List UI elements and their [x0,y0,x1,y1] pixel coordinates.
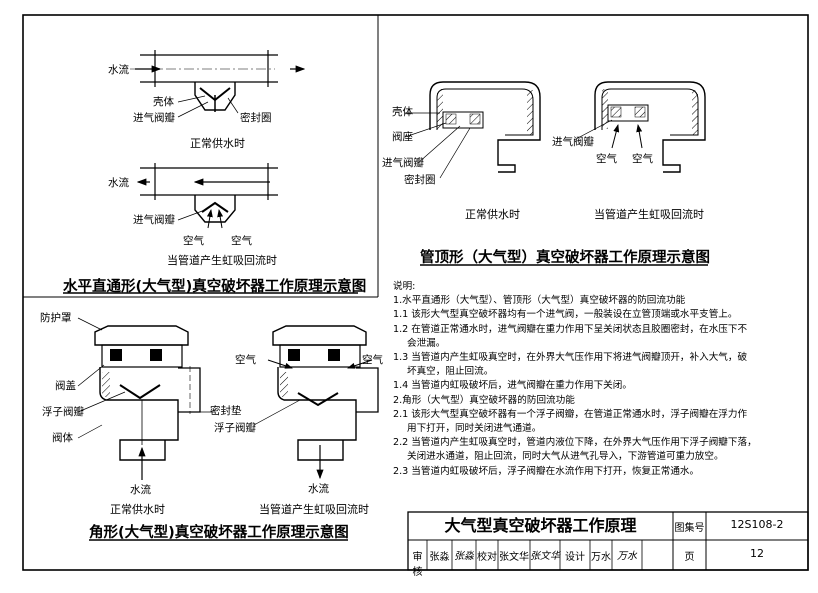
note-line: 1.3 当管道内产生虹吸真空时，在外界大气压作用下将进气阀瓣顶开，补入大气，破 [393,352,748,364]
seat-label: 阀座 [392,131,413,143]
note-line: 会泄漏。 [407,337,446,349]
caption-normal: 正常供水时 [465,208,520,221]
cap-label: 阀盖 [55,380,76,392]
horizontal-normal-diagram [130,50,306,118]
figure-title: 角形(大气型)真空破坏器工作原理示意图 [89,525,349,541]
angle-siphon-diagram [253,325,379,480]
air-label: 空气 [235,354,256,366]
shell-label: 壳体 [153,96,174,108]
angle-normal-diagram [77,317,215,480]
reviewer-name: 张淼 [429,552,450,563]
page-number: 12 [750,547,764,560]
note-line: 关闭进水通道，阻止回流，同时大气从进气孔导入，下游管道可重力放空。 [407,451,724,463]
notes-block: 说明: 1.水平直通形（大气型）、管顶形（大气型）真空破坏器的防回流功能 1.1… [393,280,803,479]
page-label: 页 [684,552,695,563]
designer-name: 万水 [591,552,611,563]
water-flow-label: 水流 [108,177,129,189]
top-normal-diagram [404,81,541,179]
float-disc-label: 浮子阀瓣 [42,406,84,418]
seal-ring-label: 密封圈 [240,112,272,124]
valve-disc-label: 进气阀瓣 [382,157,424,169]
caption-normal: 正常供水时 [190,137,245,150]
float-disc-label: 浮子阀瓣 [214,422,256,434]
caption-siphon: 当管道产生虹吸回流时 [594,208,704,221]
note-line: 2.1 该形大气型真空破坏器有一个浮子阀瓣，在管道正常通水时，浮子阀瓣在浮力作 [393,408,748,420]
review-label: 审核 [412,552,423,578]
valve-disc-label: 进气阀瓣 [552,136,594,148]
note-line: 1.水平直通形（大气型）、管顶形（大气型）真空破坏器的防回流功能 [393,295,686,307]
caption-siphon: 当管道产生虹吸回流时 [167,254,277,267]
top-siphon-diagram [573,81,706,173]
seal-ring-label: 密封圈 [404,174,436,186]
sheet-title: 大气型真空破坏器工作原理 [444,516,637,535]
note-line: 1.1 该形大气型真空破坏器均有一个进气阀，一般装设在立管顶端或水平支管上。 [393,309,738,321]
checker-name: 张文华 [499,552,529,563]
air-label: 空气 [596,153,617,165]
note-line: 1.2 在管道正常通水时，进气阀瓣在重力作用下呈关闭状态且胶圈密封，在水压下不 [393,323,748,335]
figure-title: 管顶形（大气型）真空破坏器工作原理示意图 [420,250,710,266]
atlas-number: 12S108-2 [730,518,784,531]
reviewer-signature: 张淼 [454,551,474,562]
check-label: 校对 [477,552,497,563]
valve-disc-label: 进气阀瓣 [133,214,175,226]
valve-disc-label: 进气阀瓣 [133,112,175,124]
note-line: 2.角形（大气型）真空破坏器的防回流功能 [393,394,575,406]
air-label: 空气 [183,235,204,247]
air-label: 空气 [231,235,252,247]
note-line: 坏真空，阻止回流。 [407,366,494,378]
checker-signature: 张文华 [530,551,560,562]
caption-siphon: 当管道产生虹吸回流时 [259,503,369,516]
note-line: 1.4 当管道内虹吸破坏后，进气阀瓣在重力作用下关闭。 [393,380,632,392]
air-label: 空气 [362,354,383,366]
water-flow-label: 水流 [108,64,129,76]
water-flow-label: 水流 [308,483,329,495]
designer-signature: 万水 [617,551,637,562]
shell-label: 壳体 [392,106,413,118]
note-line: 2.3 当管道内虹吸破坏后，浮子阀瓣在水流作用下打开，恢复正常通水。 [393,465,700,477]
gasket-label: 密封垫 [210,405,242,417]
guard-label: 防护罩 [40,312,72,324]
water-flow-label: 水流 [130,484,151,496]
notes-heading: 说明: [393,281,416,292]
note-line: 2.2 当管道内产生虹吸真空时，管道内液位下降，在外界大气压作用下浮子阀瓣下落， [393,437,757,449]
air-label: 空气 [632,153,653,165]
design-label: 设计 [565,552,585,563]
note-line: 用下打开，同时关闭进气通道。 [407,423,542,435]
atlas-label: 图集号 [674,523,705,534]
body-label: 阀体 [52,432,73,444]
horizontal-siphon-diagram [136,163,278,229]
figure-title: 水平直通形(大气型)真空破坏器工作原理示意图 [63,279,367,295]
caption-normal: 正常供水时 [110,503,165,516]
